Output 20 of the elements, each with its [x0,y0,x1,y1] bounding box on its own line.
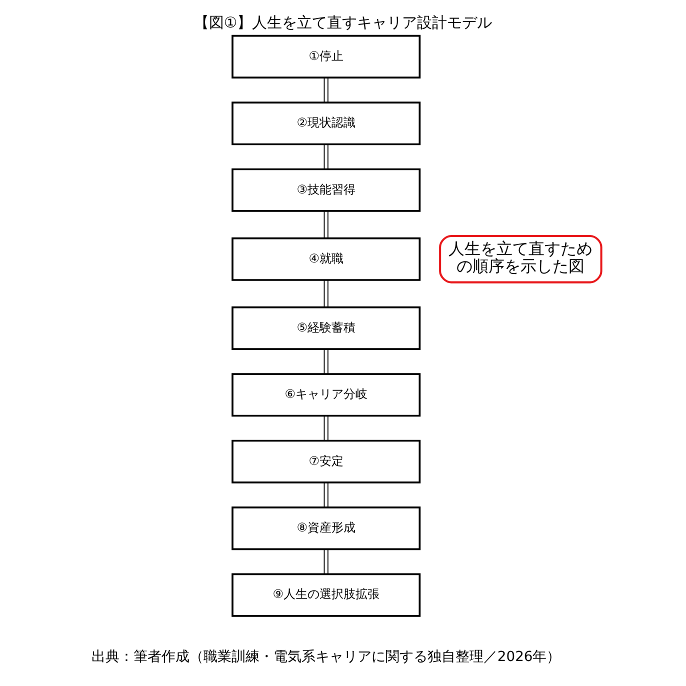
connector [324,77,328,103]
node-box: ①停止 [232,34,421,78]
node-box: ⑥キャリア分岐 [232,373,421,417]
node-box: ③技能習得 [232,168,421,212]
node-box: ⑦安定 [232,440,421,484]
caption: 出典：筆者作成（職業訓練・電気系キャリアに関する独自整理／2026年） [91,648,561,665]
connector [324,348,328,374]
node-box: ⑨人生の選択肢拡張 [232,573,421,617]
connector [324,482,328,508]
node-box: ②現状認識 [232,102,421,146]
node-box: 人生を立て直すための順序を示した図 [439,234,602,284]
connector [324,416,328,442]
connector [324,548,328,575]
node-box: ④就職 [232,237,421,281]
connector [324,144,328,170]
diagram-title: 【図①】人生を立て直すキャリア設計モデル [194,14,492,32]
connector [324,210,328,239]
connector [324,280,328,308]
node-box: ⑧資産形成 [232,506,421,550]
node-box: ⑤経験蓄積 [232,306,421,350]
